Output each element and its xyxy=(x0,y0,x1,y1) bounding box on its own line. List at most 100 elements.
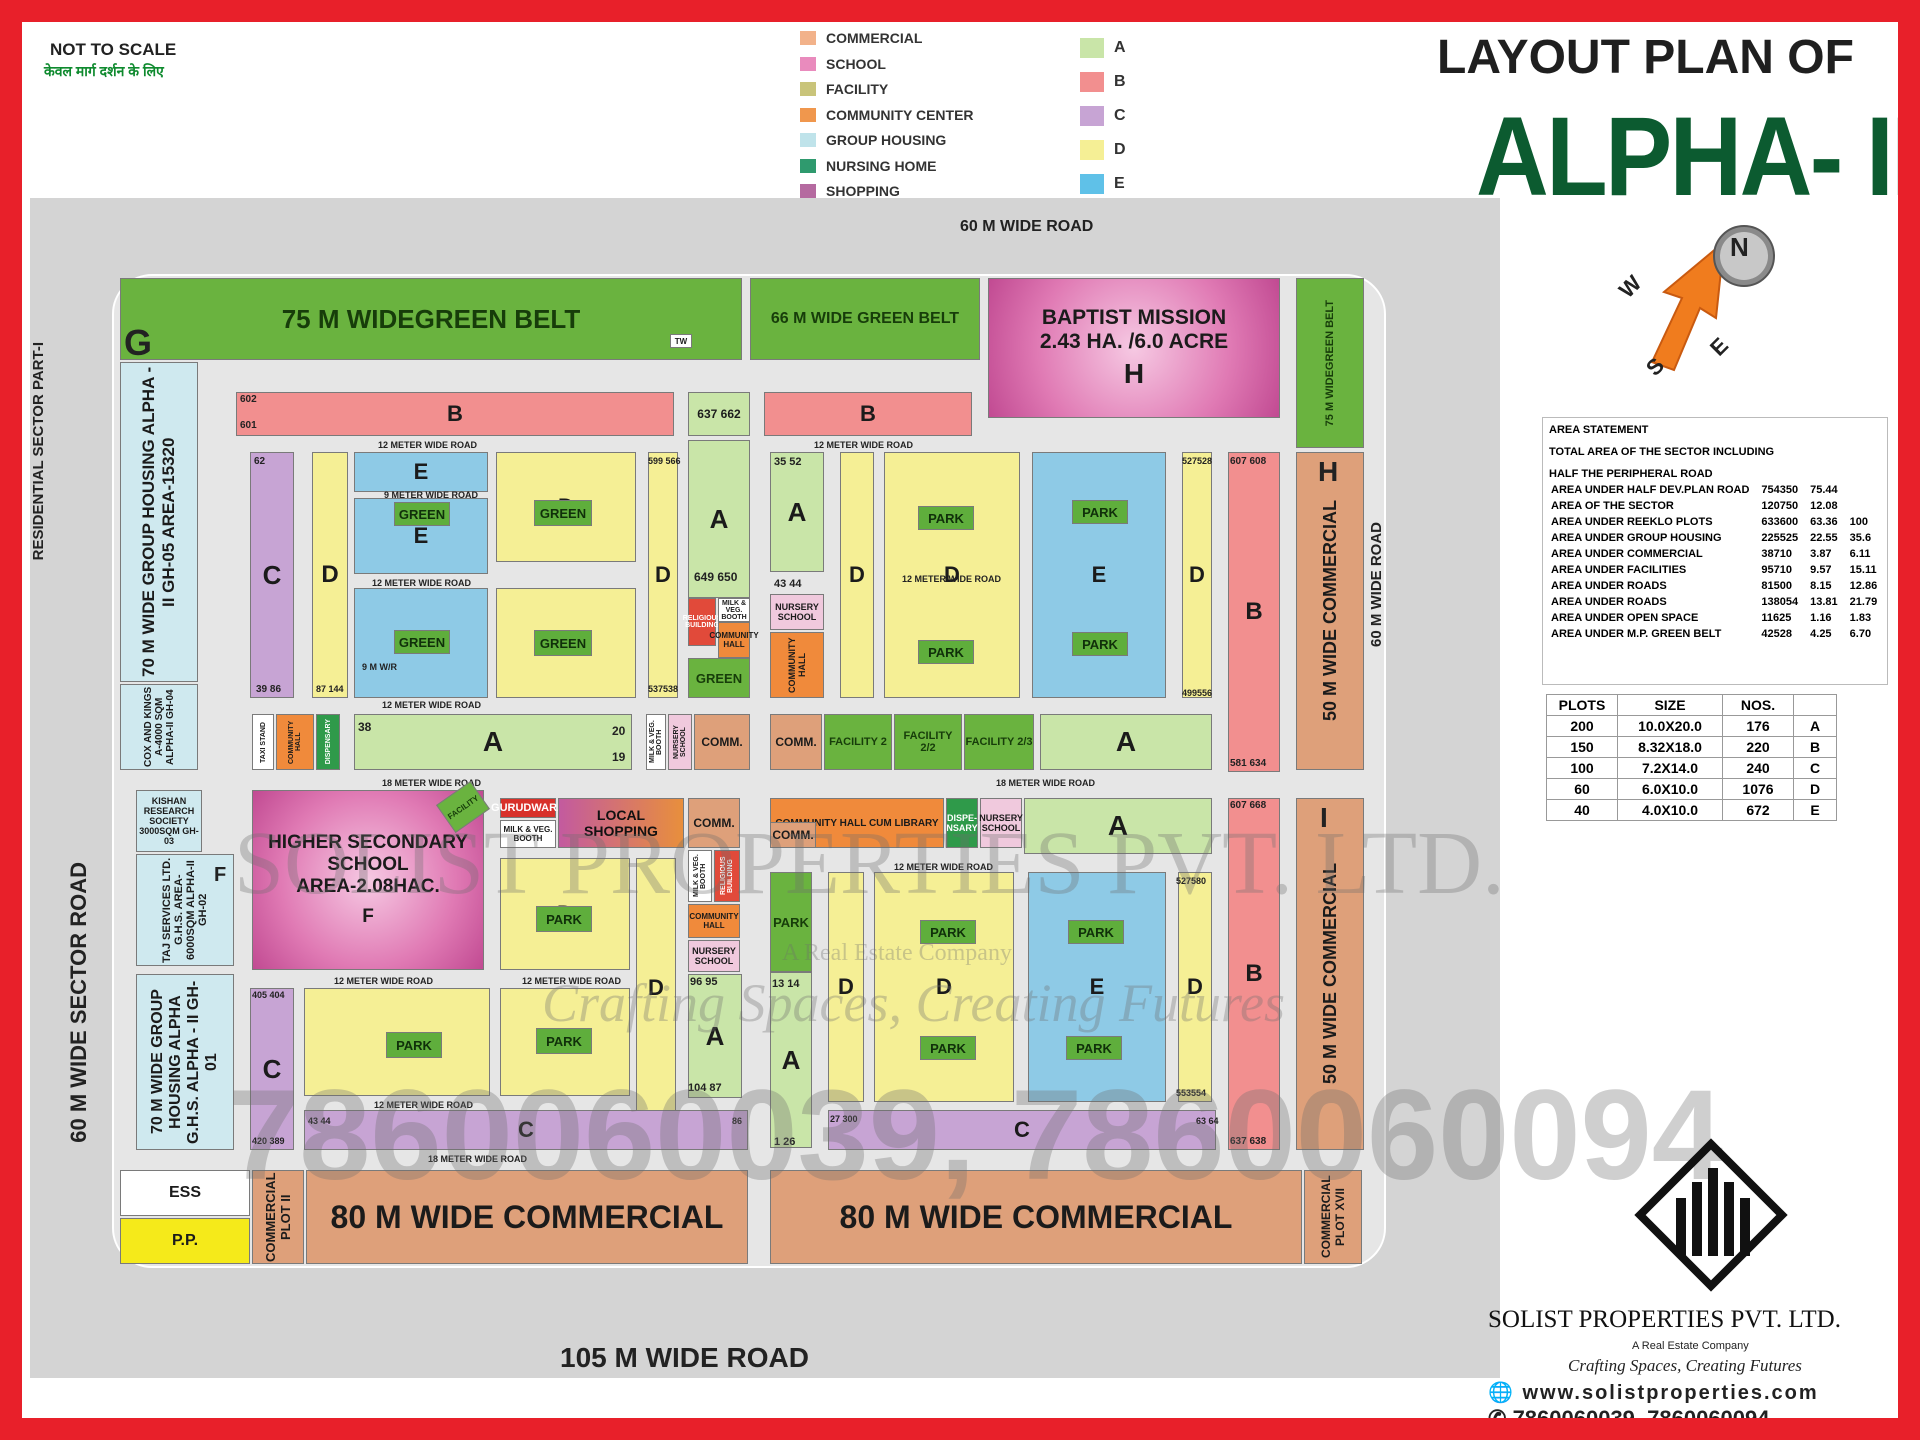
commercial-small-2: COMM. xyxy=(770,714,822,770)
area-cell xyxy=(1844,498,1884,514)
area-cell: 633600 xyxy=(1761,516,1799,528)
area-statement-subtitle: TOTAL AREA OF THE SECTOR INCLUDING xyxy=(1549,446,1775,458)
plot-20: 20 xyxy=(612,724,626,738)
kishan-society-gh03: KISHAN RESEARCH SOCIETY 3000SQM GH-03 xyxy=(136,790,202,852)
nursery-label-4: NURSERY SCHOOL xyxy=(979,813,1023,833)
plot-1-26: 1 26 xyxy=(774,1136,796,1148)
brand-phones: 7860060039, 7860060094 xyxy=(1512,1406,1770,1431)
legend-swatch xyxy=(1080,140,1104,160)
hss-f-label: F xyxy=(362,906,374,927)
block-d-bottom-5: D xyxy=(828,872,864,1102)
religious-building-1: RELIGIOUS BUILDING xyxy=(683,598,721,646)
gurudwara: GURUDWARA xyxy=(491,798,565,818)
park-label-6: PARK xyxy=(396,1037,432,1053)
block-a-label-1: A xyxy=(709,503,729,534)
legend-use-item: GROUP HOUSING xyxy=(800,132,946,148)
green-belt-75-vertical-label: 75 M WIDEGREEN BELT xyxy=(1324,299,1336,427)
brand-website-row: 🌐 www.solistproperties.com xyxy=(1488,1380,1819,1405)
plot-420-389: 420 389 xyxy=(252,1136,285,1146)
plots-cell: 220 xyxy=(1722,736,1794,758)
road-12m-label-2: 12 METER WIDE ROAD xyxy=(814,440,914,450)
brand-name: SOLIST PROPERTIES PVT. LTD. xyxy=(1488,1306,1841,1333)
block-b-right-2: B xyxy=(1228,798,1280,1150)
block-c-bottom-row-left: C xyxy=(304,1110,748,1150)
area-statement-subtitle2: HALF THE PERIPHERAL ROAD xyxy=(1549,468,1713,480)
block-e-bottom: E xyxy=(1028,872,1166,1102)
community-hall-label-1: COMMUNITY HALL xyxy=(709,631,759,649)
road-9m-label-1: 9 METER WIDE ROAD xyxy=(384,490,479,500)
globe-icon: 🌐 xyxy=(1488,1382,1515,1404)
area-cell: 81500 xyxy=(1761,580,1793,592)
nursery-school-2: NURSERY SCHOOL xyxy=(668,714,692,770)
nursery-label-3: NURSERY SCHOOL xyxy=(692,946,736,966)
block-d-label: D xyxy=(321,561,339,588)
block-d-7: D xyxy=(1182,452,1212,698)
taxi-stand: TAXI STAND xyxy=(252,714,274,770)
area-cell: 120750 xyxy=(1761,500,1799,512)
area-cell: 95710 xyxy=(1761,564,1793,576)
plot-63-64: 63 64 xyxy=(1196,1116,1219,1126)
plots-header-cell: NOS. xyxy=(1722,694,1794,716)
area-cell: 1.16 xyxy=(1810,612,1832,624)
facility-2-2: FACILITY 2/2 xyxy=(894,714,962,770)
park-2: PARK xyxy=(918,640,974,664)
area-cell: 15.11 xyxy=(1849,564,1877,576)
ess-plot: ESS xyxy=(120,1170,250,1216)
area-cell: 3.87 xyxy=(1810,548,1832,560)
block-b-label: B xyxy=(447,401,463,426)
park-9: PARK xyxy=(920,1036,976,1060)
baptist-line1: BAPTIST MISSION xyxy=(1041,306,1227,329)
kishan-label: KISHAN RESEARCH SOCIETY 3000SQM GH-03 xyxy=(139,796,199,846)
block-a-row-right-label: A xyxy=(1115,726,1137,757)
plot-602: 602 xyxy=(240,394,257,405)
area-statement-panel: AREA STATEMENT TOTAL AREA OF THE SECTOR … xyxy=(1542,417,1888,685)
block-g-label: G xyxy=(124,322,153,363)
block-b-top-left: B xyxy=(236,392,674,436)
brand-website[interactable]: www.solistproperties.com xyxy=(1522,1382,1819,1404)
plot-39-86: 39 86 xyxy=(256,684,282,695)
green-patch-4: GREEN xyxy=(534,630,592,656)
plot-553-554: 553554 xyxy=(1176,1088,1207,1098)
block-a-row-right: A xyxy=(1040,714,1212,770)
block-a-bottom-right-label: A xyxy=(1107,810,1129,841)
plot-537-538: 537538 xyxy=(648,684,679,694)
nursery-school-4: NURSERY SCHOOL xyxy=(979,798,1023,848)
park-1: PARK xyxy=(918,506,974,530)
block-d-bottom-7: D xyxy=(1178,872,1212,1102)
gh05-label: 70 M WIDE GROUP HOUSING ALPHA - II GH-05… xyxy=(139,366,178,678)
group-housing-gh01: 70 M WIDE GROUP HOUSING ALPHA G.H.S. ALP… xyxy=(136,974,234,1150)
road-label-top: 60 M WIDE ROAD xyxy=(960,218,1094,235)
block-d-bottom-6: D xyxy=(874,872,1014,1102)
park-3: PARK xyxy=(1072,500,1128,524)
block-e-bottom-label: E xyxy=(1089,974,1105,999)
milk-booth-2: MILK & VEG. BOOTH xyxy=(646,714,666,770)
religious-label-1: RELIGIOUS BUILDING xyxy=(682,615,722,629)
legend-use-item: COMMUNITY CENTER xyxy=(800,107,974,123)
community-hall-3: COMMUNITY HALL xyxy=(688,904,740,938)
road-18m-label-3: 18 METER WIDE ROAD xyxy=(428,1154,528,1164)
plots-cell: 40 xyxy=(1546,799,1618,821)
block-a-mid-2: A xyxy=(770,452,824,572)
block-f-side-label: F xyxy=(214,864,227,886)
plots-cell: B xyxy=(1793,736,1837,758)
plot-601: 601 xyxy=(240,420,257,431)
block-d-label-7: D xyxy=(1189,562,1205,587)
baptist-h-label: H xyxy=(1123,358,1145,389)
area-cell: 4.25 xyxy=(1810,628,1832,640)
title-line2: ALPHA- II xyxy=(1476,94,1917,219)
plot-607-668: 607 668 xyxy=(1230,800,1267,811)
plots-cell: A xyxy=(1793,715,1837,737)
park-6: PARK xyxy=(386,1032,442,1058)
legend-swatch xyxy=(800,82,816,96)
block-b-right-label-2: B xyxy=(1245,960,1263,987)
milk-veg-label-1: MILK & VEG. BOOTH xyxy=(721,599,747,621)
